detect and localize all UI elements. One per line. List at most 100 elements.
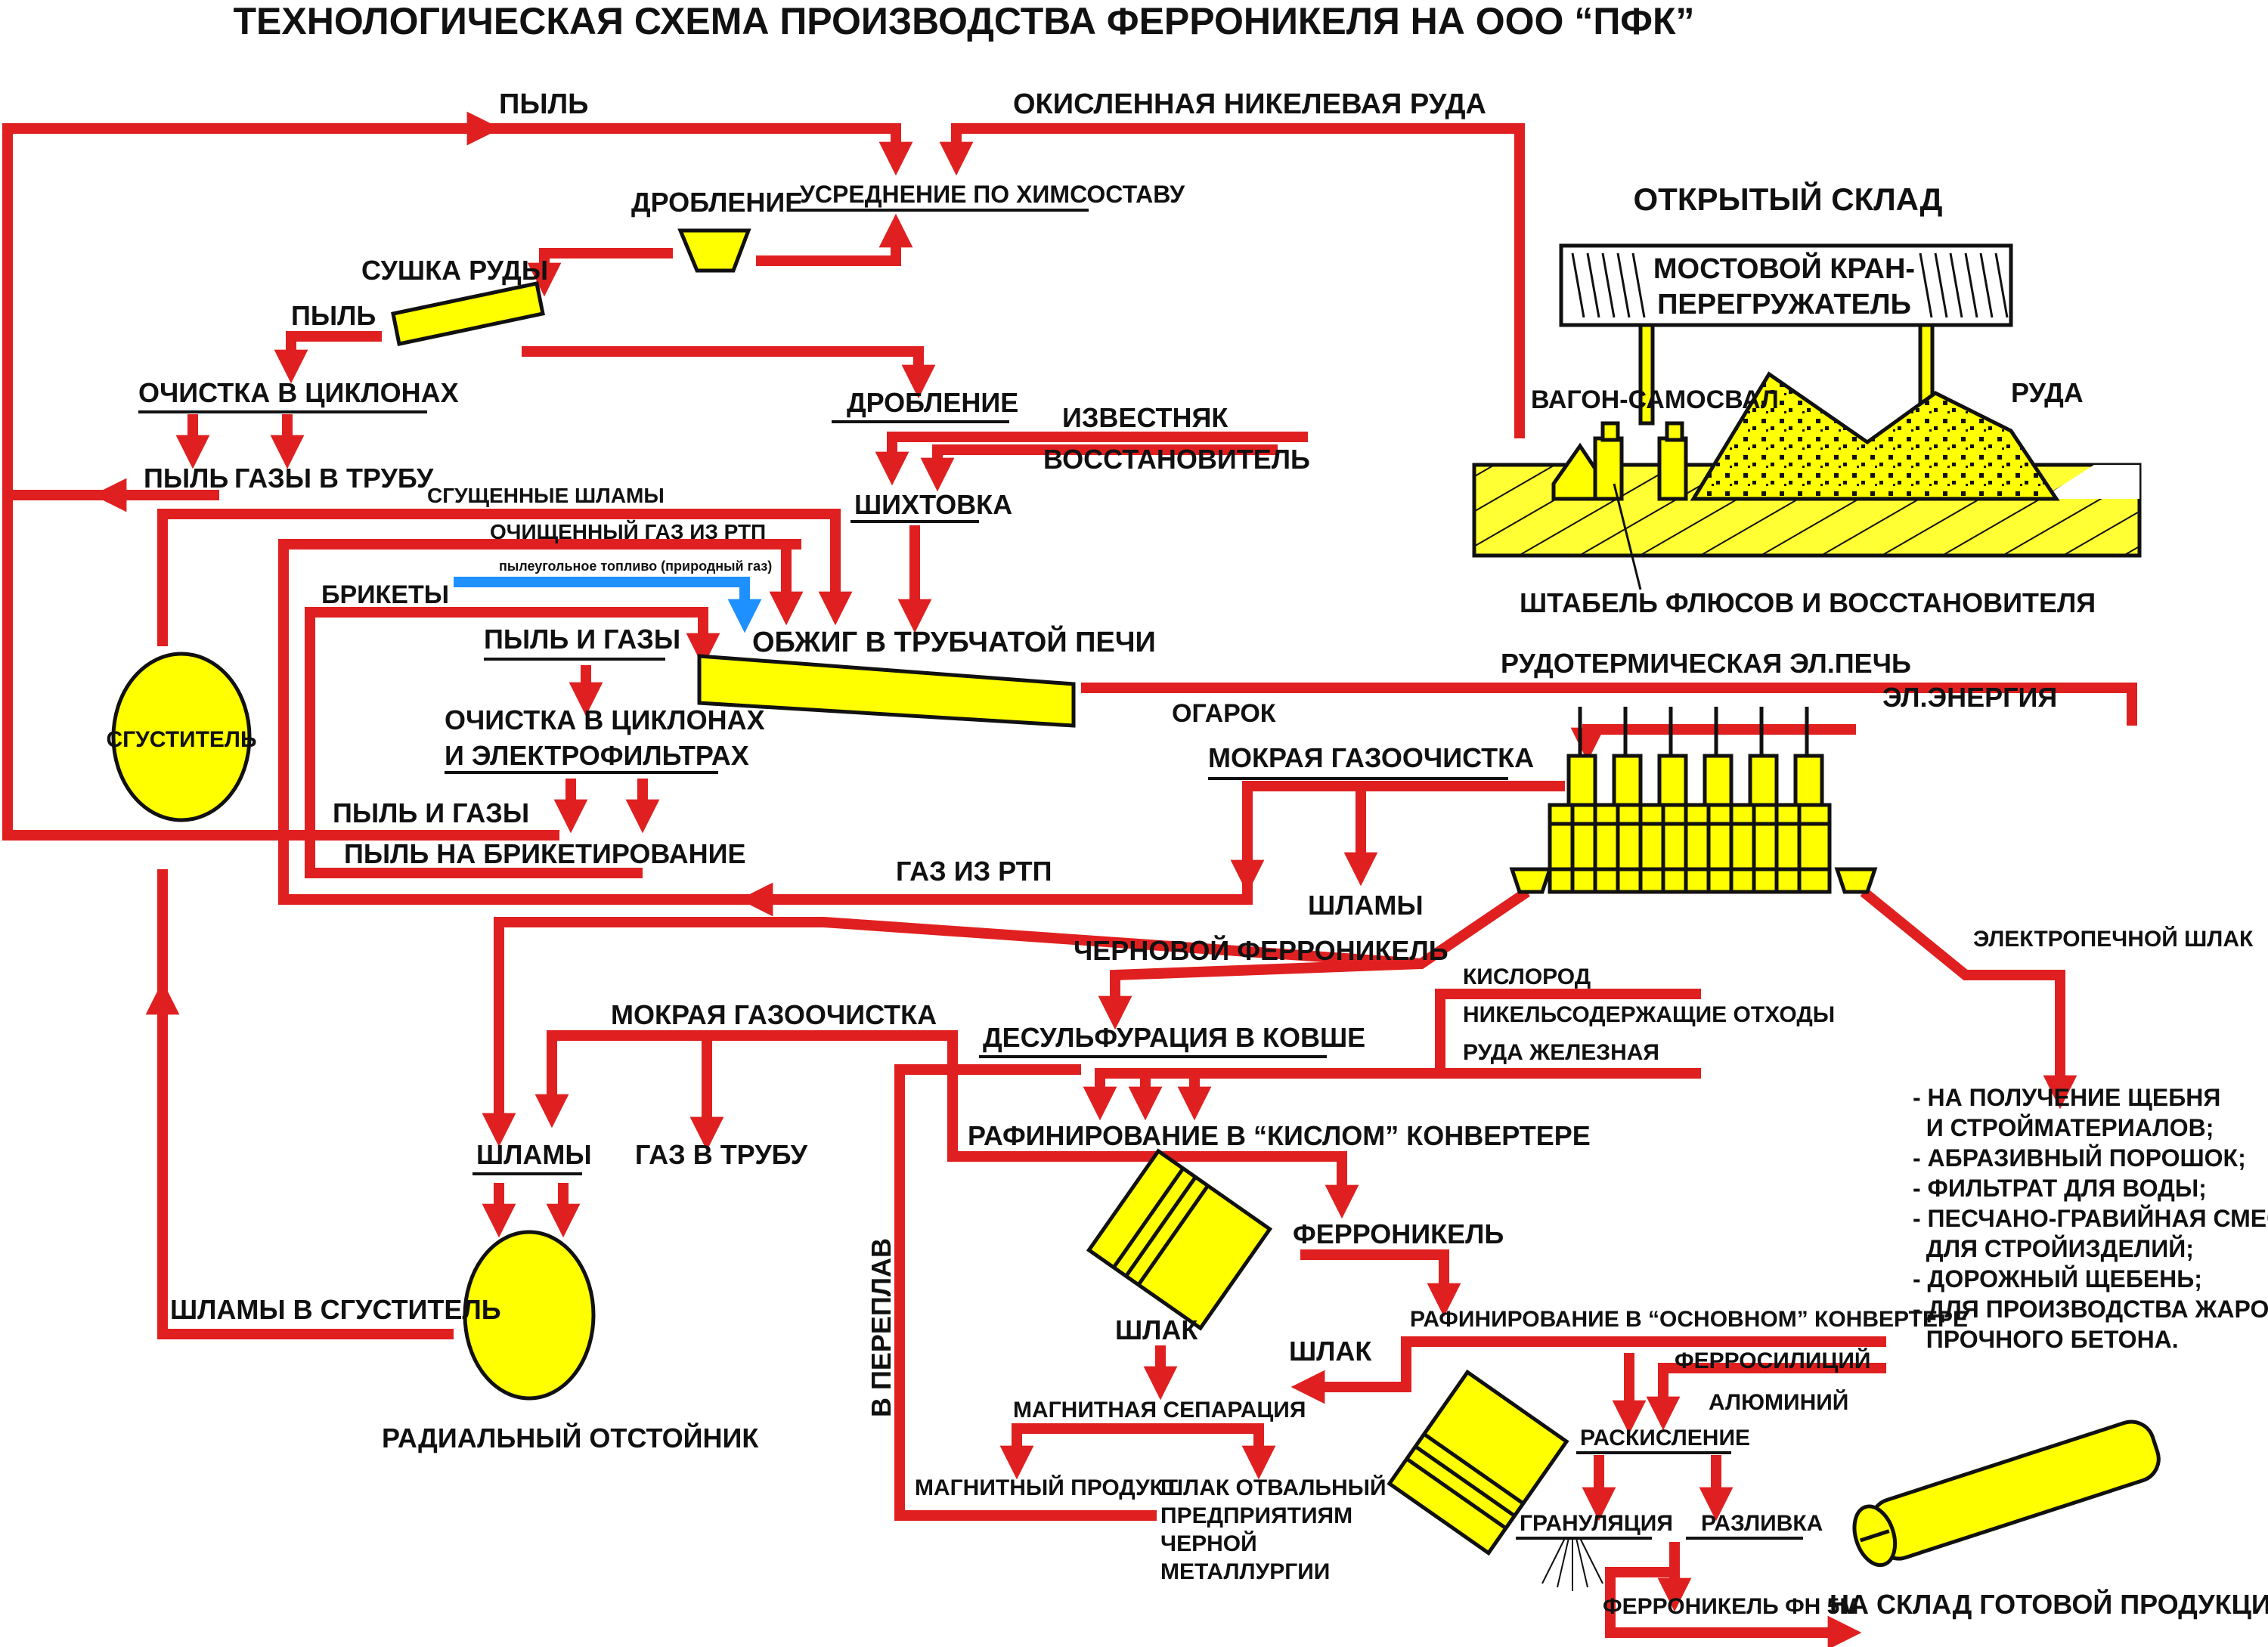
- label-radial-settler: РАДИАЛЬНЫЙ ОТСТОЙНИК: [382, 1422, 759, 1454]
- label-ore: РУДА: [2011, 377, 2084, 408]
- granulation-spray-icon: [1541, 1537, 1603, 1591]
- label-cleaned-gas: ОЧИЩЕННЫЙ ГАЗ ИЗ РТП: [490, 519, 766, 543]
- label-slag-2: ШЛАК: [1289, 1336, 1372, 1367]
- label-dump-slag-1: ШЛАК ОТВАЛЬНЫЙ: [1160, 1475, 1387, 1500]
- label-ferronickel: ФЕРРОНИКЕЛЬ: [1293, 1218, 1504, 1249]
- flow-fuel: [454, 577, 762, 633]
- flow-briquettes: [305, 607, 688, 878]
- label-fn5m: ФЕРРОНИКЕЛЬ ФН 5М: [1603, 1594, 1858, 1619]
- flow-crush1-avg: [756, 213, 913, 266]
- flow-to-storage: [1605, 1542, 1862, 1647]
- page-title: ТЕХНОЛОГИЧЕСКАЯ СХЕМА ПРОИЗВОДСТВА ФЕРРО…: [234, 0, 1695, 42]
- radial-settler-icon: [463, 1230, 596, 1401]
- label-ni-waste: НИКЕЛЬСОДЕРЖАЩИЕ ОТХОДЫ: [1463, 1002, 1835, 1027]
- label-calcine: ОГАРОК: [1172, 699, 1276, 728]
- slag-use-item: - АБРАЗИВНЫЙ ПОРОШОК;: [1913, 1144, 2246, 1172]
- flow-fesi: [1646, 1363, 1886, 1431]
- label-fuel: пылеугольное топливо (природный газ): [499, 559, 772, 574]
- flow-reductant: [920, 444, 1278, 492]
- label-limestone: ИЗВЕСТНЯК: [1062, 402, 1228, 433]
- label-gases-pipe: ГАЗЫ В ТРУБУ: [234, 463, 434, 494]
- label-briquettes: БРИКЕТЫ: [321, 580, 449, 609]
- flow-remelt: [894, 1064, 1157, 1521]
- label-crude-ferronickel: ЧЕРНОВОЙ ФЕРРОНИКЕЛЬ: [1074, 934, 1448, 966]
- flow-magsep-2: [1134, 1423, 1276, 1480]
- rotary-kiln-icon: [697, 654, 1076, 728]
- flow-crude-fn-2: [1098, 958, 1422, 1030]
- label-furnace-slag: ЭЛЕКТРОПЕЧНОЙ ШЛАК: [1973, 926, 2254, 952]
- label-ferrosilicon: ФЕРРОСИЛИЦИЙ: [1675, 1348, 1870, 1373]
- label-magnetic-separation: МАГНИТНАЯ СЕПАРАЦИЯ: [1013, 1398, 1306, 1423]
- flow-electricity: [1570, 724, 1856, 762]
- flow-lines: [2, 111, 2137, 1647]
- slag-use-item: ДЛЯ СТРОЙИЗДЕЛИЙ;: [1913, 1235, 2194, 1262]
- slag-uses-list: - НА ПОЛУЧЕНИЕ ЩЕБНЯ И СТРОЙМАТЕРИАЛОВ; …: [1913, 1084, 2268, 1353]
- label-wet-cleaning-2: МОКРАЯ ГАЗООЧИСТКА: [611, 999, 937, 1030]
- flow-avg-dry: [527, 248, 673, 297]
- label-wet-cleaning-1: МОКРАЯ ГАЗООЧИСТКА: [1208, 742, 1534, 773]
- label-iron-ore: РУДА ЖЕЛЕЗНАЯ: [1463, 1040, 1659, 1065]
- flow-limestone: [875, 432, 1308, 486]
- label-thickener: СГУСТИТЕЛЬ: [106, 727, 256, 752]
- label-cyclones-ef-1: ОЧИСТКА В ЦИКЛОНАХ: [445, 704, 765, 735]
- flow-dry-crush2: [522, 346, 936, 399]
- label-crushing-1: ДРОБЛЕНИЕ: [631, 187, 803, 218]
- flow-furnace-slag: [1860, 887, 2077, 1110]
- slag-use-item: - ФИЛЬТРАТ ДЛЯ ВОДЫ;: [1913, 1175, 2207, 1202]
- flow-iron-ore: [1177, 1068, 1701, 1121]
- label-dust-top: ПЫЛЬ: [499, 88, 589, 120]
- label-oxygen: КИСЛОРОД: [1463, 964, 1591, 989]
- label-averaging: УСРЕДНЕНИЕ ПО ХИМСОСТАВУ: [800, 181, 1185, 208]
- label-dust-gases-2: ПЫЛЬ И ГАЗЫ: [333, 797, 529, 828]
- label-magnetic-product: МАГНИТНЫЙ ПРОДУКТ: [915, 1475, 1178, 1500]
- flow-thick-up: [157, 509, 853, 646]
- label-dust-2: ПЫЛЬ: [291, 300, 376, 331]
- label-open-storage: ОТКРЫТЫЙ СКЛАД: [1634, 181, 1943, 217]
- slag-use-item: - ПЕСЧАНО-ГРАВИЙНАЯ СМЕСЬ: [1913, 1205, 2268, 1232]
- label-electricity: ЭЛ.ЭНЕРГИЯ: [1882, 682, 2057, 713]
- label-basic-converter: РАФИНИРОВАНИЕ В “ОСНОВНОМ” КОНВЕРТЕРЕ: [1410, 1307, 1968, 1332]
- label-dump-slag-4: МЕТАЛЛУРГИИ: [1160, 1559, 1330, 1584]
- labels: ТЕХНОЛОГИЧЕСКАЯ СХЕМА ПРОИЗВОДСТВА ФЕРРО…: [106, 0, 2268, 1620]
- label-gas-pipe-2: ГАЗ В ТРУБУ: [635, 1139, 808, 1170]
- equipment: [111, 228, 2161, 1591]
- label-ore-drying: СУШКА РУДЫ: [361, 255, 548, 286]
- dryer-icon: [391, 281, 545, 346]
- slag-use-item: - ДОРОЖНЫЙ ЩЕБЕНЬ;: [1913, 1265, 2202, 1293]
- label-stack: ШТАБЕЛЬ ФЛЮСОВ И ВОССТАНОВИТЕЛЯ: [1520, 587, 2096, 618]
- flow-wet2: [612, 1030, 1359, 1219]
- label-dump-slag-2: ПРЕДПРИЯТИЯМ: [1160, 1503, 1352, 1528]
- flow-basic-slag: [1290, 1336, 1886, 1404]
- label-dump-slag-3: ЧЕРНОЙ: [1160, 1531, 1257, 1556]
- label-granulation: ГРАНУЛЯЦИЯ: [1520, 1511, 1673, 1536]
- label-oxidized-ore: ОКИСЛЕННАЯ НИКЕЛЕВАЯ РУДА: [1013, 88, 1486, 120]
- label-dust-3: ПЫЛЬ: [144, 463, 228, 494]
- label-ore-furnace: РУДОТЕРМИЧЕСКАЯ ЭЛ.ПЕЧЬ: [1501, 648, 1911, 679]
- flow-ore-in: [939, 123, 1525, 438]
- ore-furnace-icon: [1509, 707, 1878, 894]
- flow-calcine: [1081, 683, 2137, 726]
- slag-use-item: - ДЛЯ ПРОИЗВОДСТВА ЖАРО-: [1913, 1296, 2268, 1323]
- slag-use-item: И СТРОЙМАТЕРИАЛОВ;: [1913, 1114, 2214, 1141]
- ore-pile-icon: [1690, 371, 2060, 501]
- flow-wet2-slime: [534, 1030, 756, 1128]
- label-remelt: В ПЕРЕПЛАВ: [866, 1238, 897, 1417]
- flow-wet-cleaning: [1230, 781, 1565, 894]
- flow-fn-basic: [1300, 1249, 1461, 1317]
- flow-dry-cyclone: [274, 331, 382, 384]
- label-deoxidation: РАСКИСЛЕНИЕ: [1580, 1426, 1750, 1450]
- label-thickened-slimes: СГУЩЕННЫЕ ШЛАМЫ: [427, 484, 665, 507]
- label-cyclones: ОЧИСТКА В ЦИКЛОНАХ: [138, 377, 459, 408]
- label-cyclones-ef-2: И ЭЛЕКТРОФИЛЬТРАХ: [445, 740, 749, 771]
- acid-converter-icon: [1086, 1148, 1273, 1331]
- flow-dust-top: [484, 123, 913, 176]
- label-crane-1: МОСТОВОЙ КРАН-: [1653, 251, 1915, 285]
- dump-car-icon: [1593, 436, 1624, 501]
- thickener-icon: [111, 652, 252, 822]
- label-kiln: ОБЖИГ В ТРУБЧАТОЙ ПЕЧИ: [752, 624, 1156, 658]
- slag-use-item: - НА ПОЛУЧЕНИЕ ЩЕБНЯ: [1913, 1084, 2220, 1111]
- ingot-icon: [1852, 1419, 2161, 1568]
- label-dump-car: ВАГОН-САМОСВАЛ: [1531, 385, 1779, 414]
- label-dust-gases-1: ПЫЛЬ И ГАЗЫ: [484, 624, 680, 655]
